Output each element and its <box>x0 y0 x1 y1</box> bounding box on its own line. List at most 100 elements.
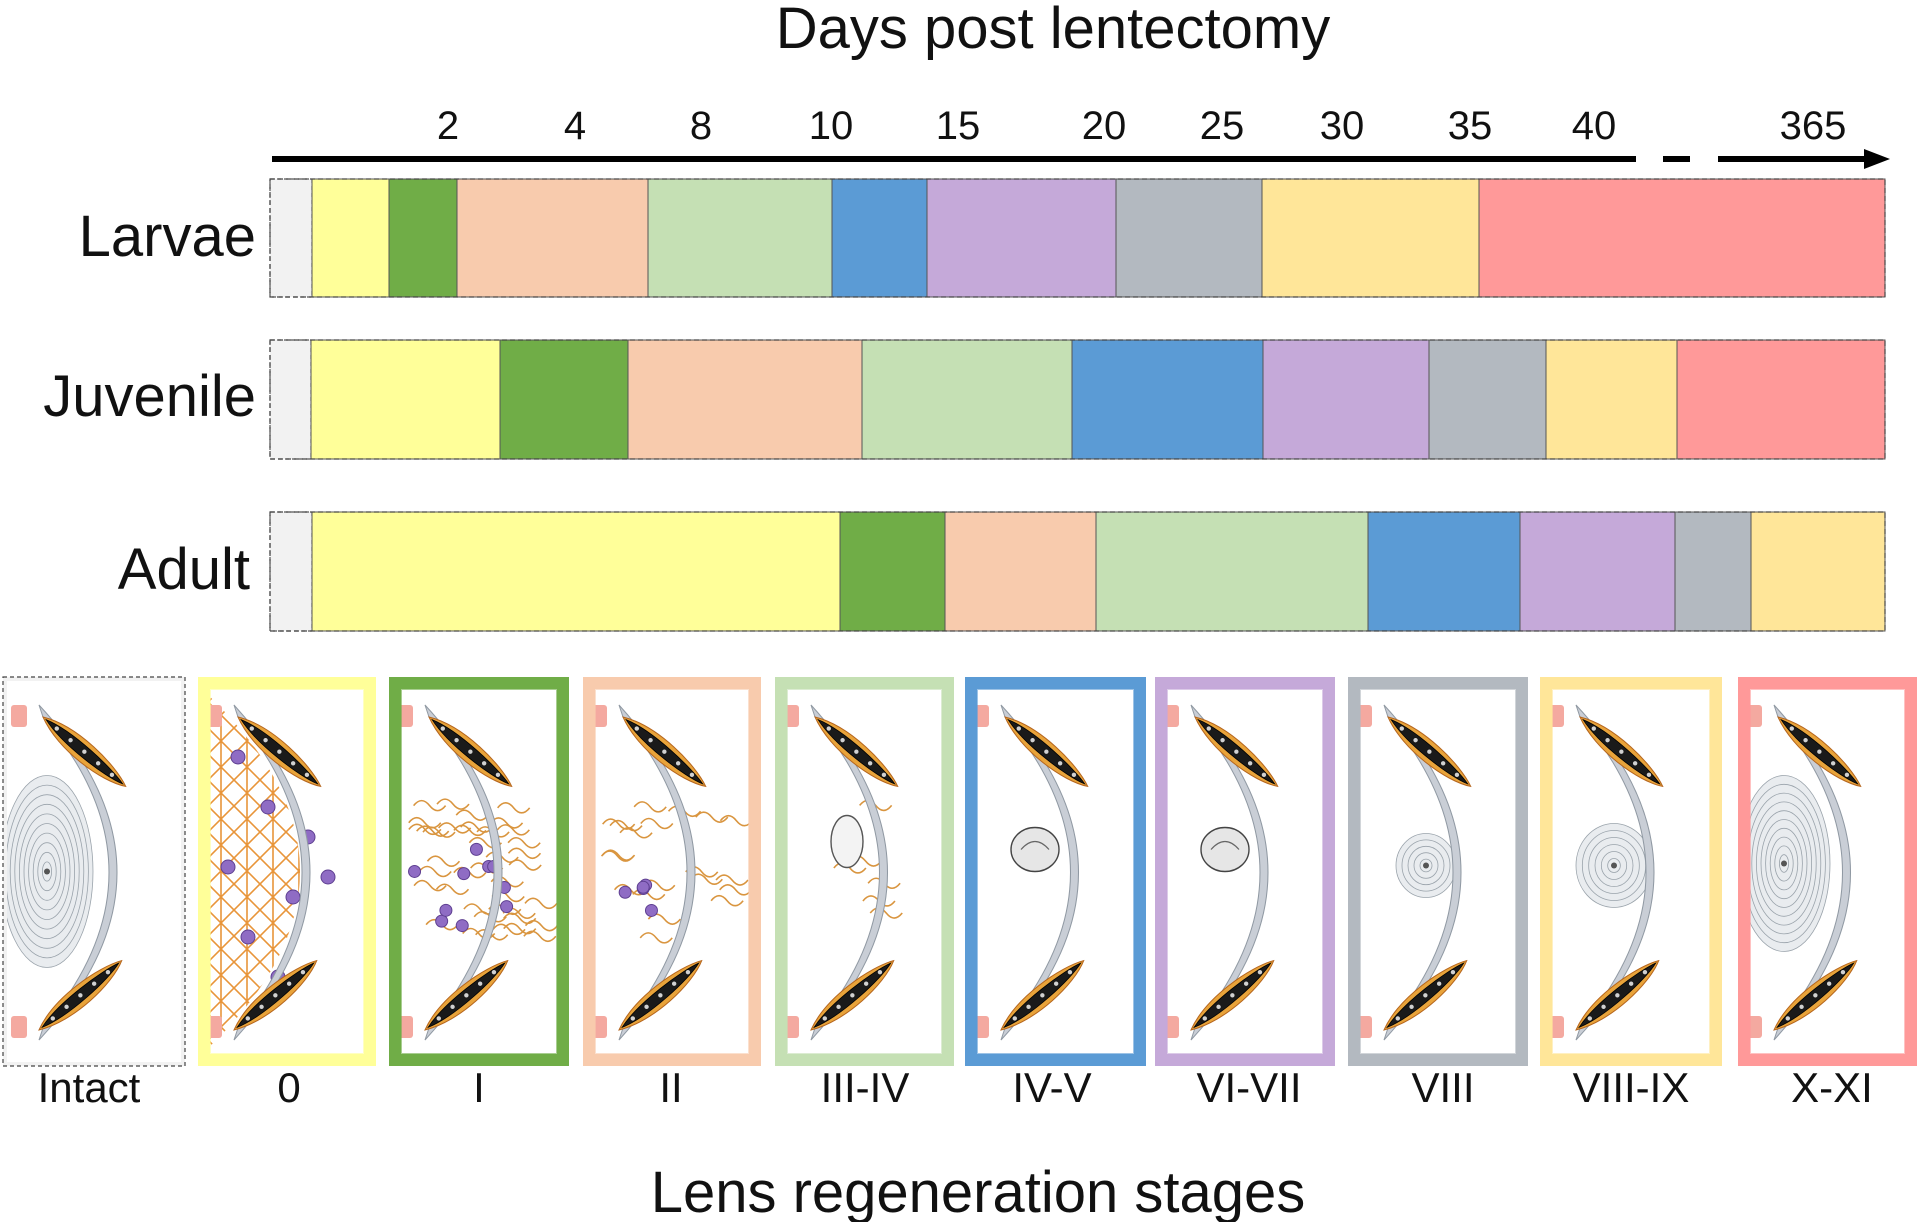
day-tick-label: 365 <box>1780 104 1847 148</box>
panel-inner-border <box>976 688 1135 1055</box>
panel-inner-border <box>1551 688 1711 1055</box>
stage-segment-i <box>499 339 629 460</box>
ciliary-tissue <box>977 1016 989 1038</box>
stage-label: 0 <box>277 1064 300 1111</box>
day-tick-label: 10 <box>809 104 854 148</box>
cornea <box>1000 704 1079 1041</box>
fibrin-fiber <box>523 930 557 943</box>
iris-tissue <box>233 959 318 1031</box>
lens-ring <box>37 851 57 892</box>
fibrin-fiber <box>460 821 494 833</box>
lens-ring <box>23 823 71 920</box>
fibrin-fiber <box>497 802 531 814</box>
cornea <box>1190 704 1269 1041</box>
panel-inner <box>977 689 1134 1054</box>
fibrin-fiber <box>639 932 673 944</box>
row-juvenile: Juvenile <box>43 339 1886 460</box>
stage-segment-ii <box>944 511 1097 632</box>
iris-tissue <box>1387 716 1472 788</box>
cornea <box>424 704 503 1041</box>
iris-tissue <box>1773 959 1858 1031</box>
immune-cell <box>320 869 336 885</box>
stage-panel-0: 0 <box>198 677 376 1111</box>
stage-panel-x-xi: X-XI <box>1738 677 1917 1111</box>
ciliary-tissue <box>1360 1016 1372 1038</box>
stage-segment-i <box>388 178 458 298</box>
fibrin-fiber <box>422 826 456 838</box>
lens-ring <box>1600 851 1628 880</box>
lens-ring <box>1751 801 1817 926</box>
stage-label: I <box>473 1064 485 1111</box>
row-adult: Adult <box>118 511 1886 632</box>
lens-ring <box>1750 792 1822 935</box>
day-tick-label: 4 <box>564 104 586 148</box>
lens-nucleus <box>44 868 50 875</box>
fibrin-fiber <box>508 859 542 871</box>
fibrin-fiber <box>524 919 557 932</box>
fibrin-fiber <box>412 799 447 812</box>
immune-cell <box>220 859 236 875</box>
lens-ring <box>1607 858 1621 873</box>
stage-segment-0 <box>311 511 841 632</box>
fibrin-fiber <box>489 817 524 829</box>
fibrin-fiber <box>438 822 472 834</box>
stage-segment-iv-v <box>1367 511 1521 632</box>
lens-ring <box>32 842 62 901</box>
lens-vesicle <box>1010 826 1060 873</box>
stage-label: VI-VII <box>1196 1064 1301 1111</box>
iris-tissue <box>618 959 703 1031</box>
immune-cell <box>469 842 483 856</box>
ciliary-tissue <box>11 1016 27 1038</box>
stage-label: Intact <box>38 1064 141 1111</box>
iris-tissue <box>1004 716 1089 788</box>
stage-segment-intact <box>269 339 312 460</box>
day-tick-label: 15 <box>936 104 981 148</box>
iris-tissue <box>1190 959 1275 1031</box>
row-label: Juvenile <box>43 364 256 429</box>
day-tick-label: 25 <box>1200 104 1245 148</box>
ciliary-tissue <box>977 705 989 727</box>
day-tick-label: 2 <box>437 104 459 148</box>
iris-tissue <box>1777 716 1862 788</box>
stage-segment-iv-v <box>1071 339 1264 460</box>
lens-vesicle <box>830 814 864 869</box>
lens-ring <box>1594 844 1634 887</box>
fibrin-fiber <box>418 865 452 878</box>
day-tick-label: 30 <box>1320 104 1365 148</box>
stage-panel-intact: Intact <box>2 676 186 1111</box>
stage-segment-viii-ix <box>1750 511 1886 632</box>
lens-ring <box>42 861 53 882</box>
immune-cell <box>636 880 650 894</box>
lens-nucleus <box>1781 860 1787 867</box>
lens-ring <box>28 832 66 911</box>
iris-tissue <box>810 959 895 1031</box>
row-bar-outline <box>269 511 1886 632</box>
fibrin-fiber <box>524 897 557 910</box>
ciliary-tissue <box>1360 705 1372 727</box>
stage-segment-iii-iv <box>1095 511 1369 632</box>
lens-ring <box>1769 836 1799 891</box>
immune-cell <box>230 749 246 765</box>
ciliary-tissue <box>1167 1016 1179 1038</box>
ciliary-tissue <box>1552 705 1564 727</box>
fibrin-fiber <box>413 879 447 892</box>
fibrin-fiber <box>869 907 903 919</box>
stage-label: II <box>659 1064 682 1111</box>
row-label: Adult <box>118 537 250 602</box>
stage-segment-iii-iv <box>861 339 1073 460</box>
stage-segment-intact <box>269 178 313 298</box>
panel-inner-border <box>786 688 943 1055</box>
lens-vesicle <box>1200 826 1250 873</box>
fibrin-fiber <box>600 850 635 862</box>
panel-inner-border <box>1359 688 1517 1055</box>
axis-arrowhead <box>1864 149 1890 169</box>
lens-ring <box>14 803 80 940</box>
cornea <box>1383 704 1462 1041</box>
ciliary-tissue <box>1167 705 1179 727</box>
stage-segment-0 <box>310 339 501 460</box>
diagram-title: Days post lentectomy <box>776 0 1330 61</box>
cornea <box>233 704 311 1041</box>
